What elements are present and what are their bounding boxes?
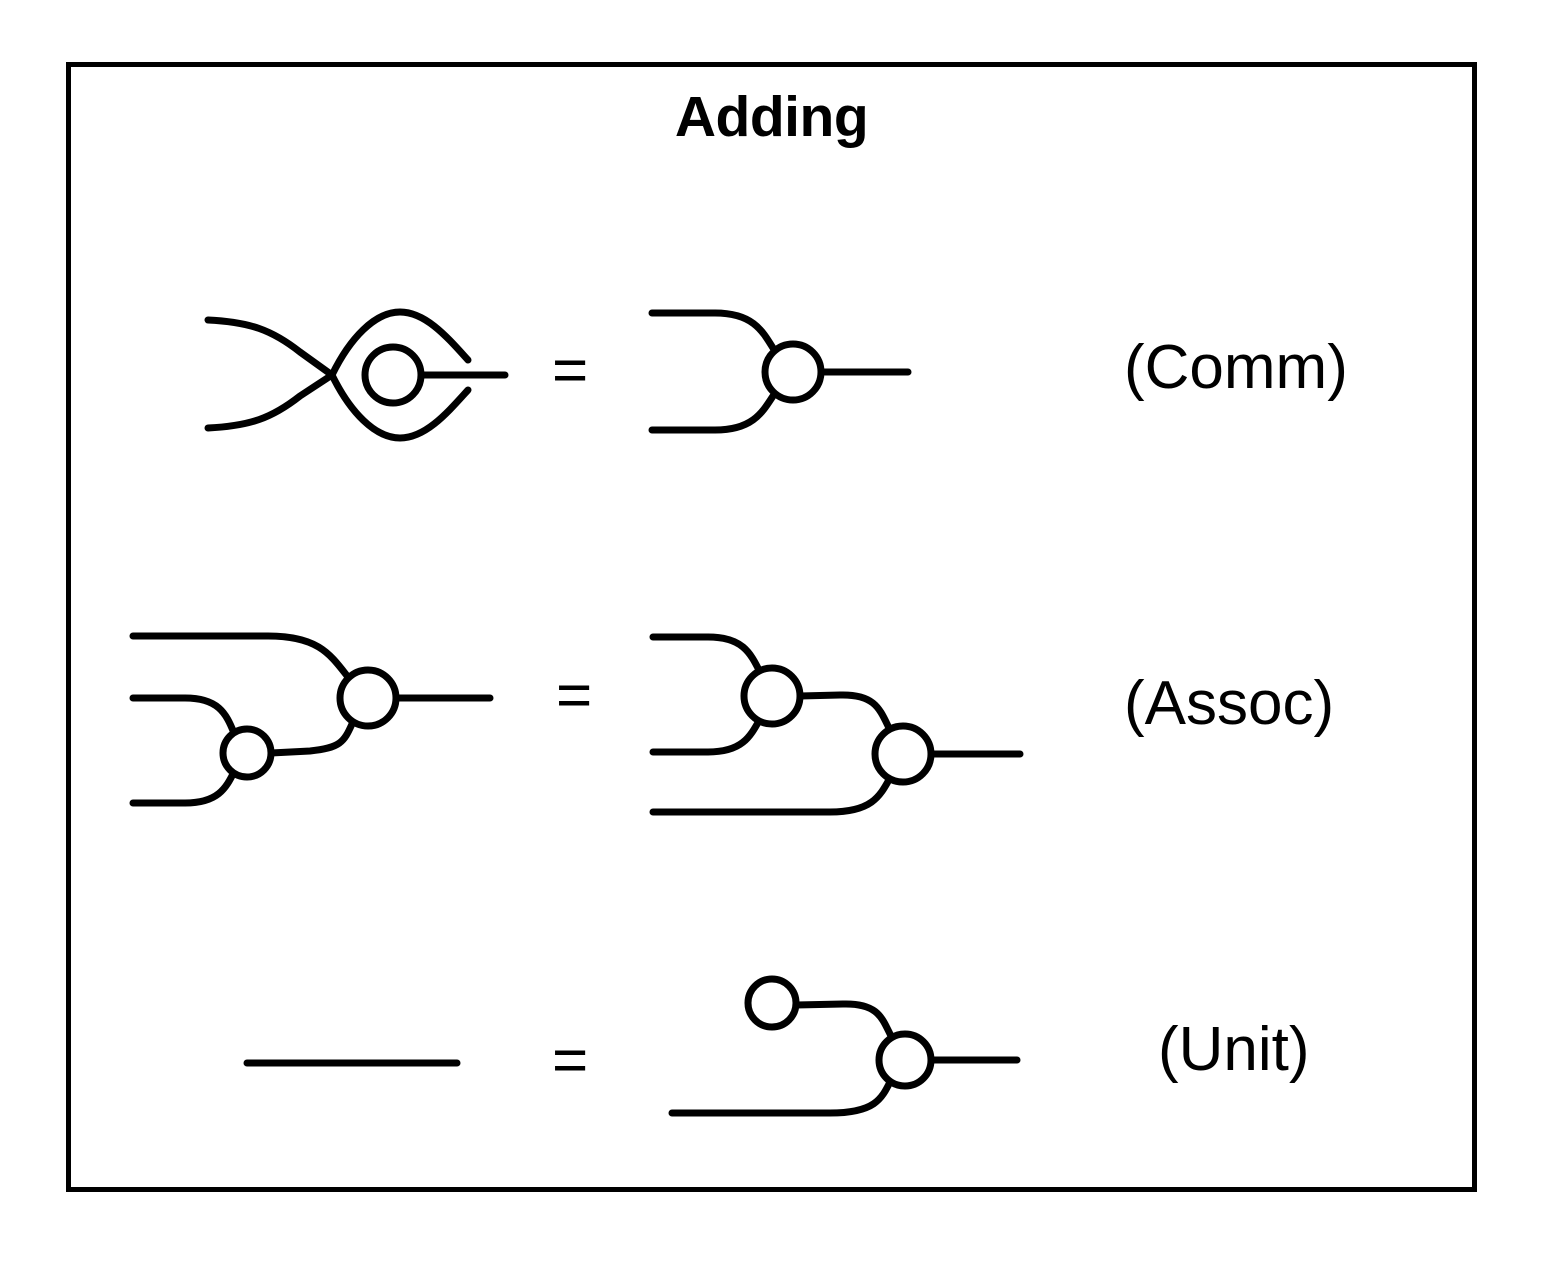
assoc-right-wire-in-3 [649,774,894,816]
law-label-comm: (Comm) [1124,333,1348,402]
assoc-right-first-merge-node [740,664,804,728]
comm-right-wire-top-in [648,309,777,352]
row-assoc-right-diagram [649,633,1024,816]
unit-right-wire-from-unit [792,1000,895,1040]
law-label-assoc: (Assoc) [1124,669,1335,738]
comm-right-wire-bottom-in [648,392,777,434]
assoc-right-wire-in-1 [649,633,764,676]
row-comm-left-diagram [204,308,509,442]
comm-left-wire-top-in [204,316,336,379]
comm-left-wire-lower-lens [328,371,472,442]
comm-left-wire-bottom-in [204,371,336,432]
row-comm-right-diagram [648,309,912,434]
assoc-right-wire-in-2 [649,715,764,756]
assoc-right-second-merge-node [871,722,935,786]
equals-sign-unit: = [552,1026,589,1095]
assoc-left-outer-merge-node [336,666,400,730]
equals-sign-comm: = [552,336,589,405]
assoc-left-wire-in-3 [129,768,238,807]
assoc-left-wire-in-2 [129,694,238,737]
comm-left-wire-upper-lens [328,308,472,379]
row-assoc-left-diagram [129,632,494,807]
assoc-right-wire-mid [796,691,894,734]
unit-right-merge-node [875,1030,935,1090]
assoc-left-wire-mid [267,720,356,757]
comm-right-merge-node [761,340,825,404]
unit-right-unit-node [744,975,800,1031]
assoc-left-inner-merge-node [219,725,275,781]
unit-right-wire-bottom-in [668,1076,895,1117]
equals-sign-assoc: = [556,661,593,730]
row-unit-right-diagram [668,975,1021,1117]
assoc-left-wire-in-1 [129,632,352,681]
law-label-unit: (Unit) [1158,1015,1310,1084]
comm-left-merge-node [361,343,425,407]
